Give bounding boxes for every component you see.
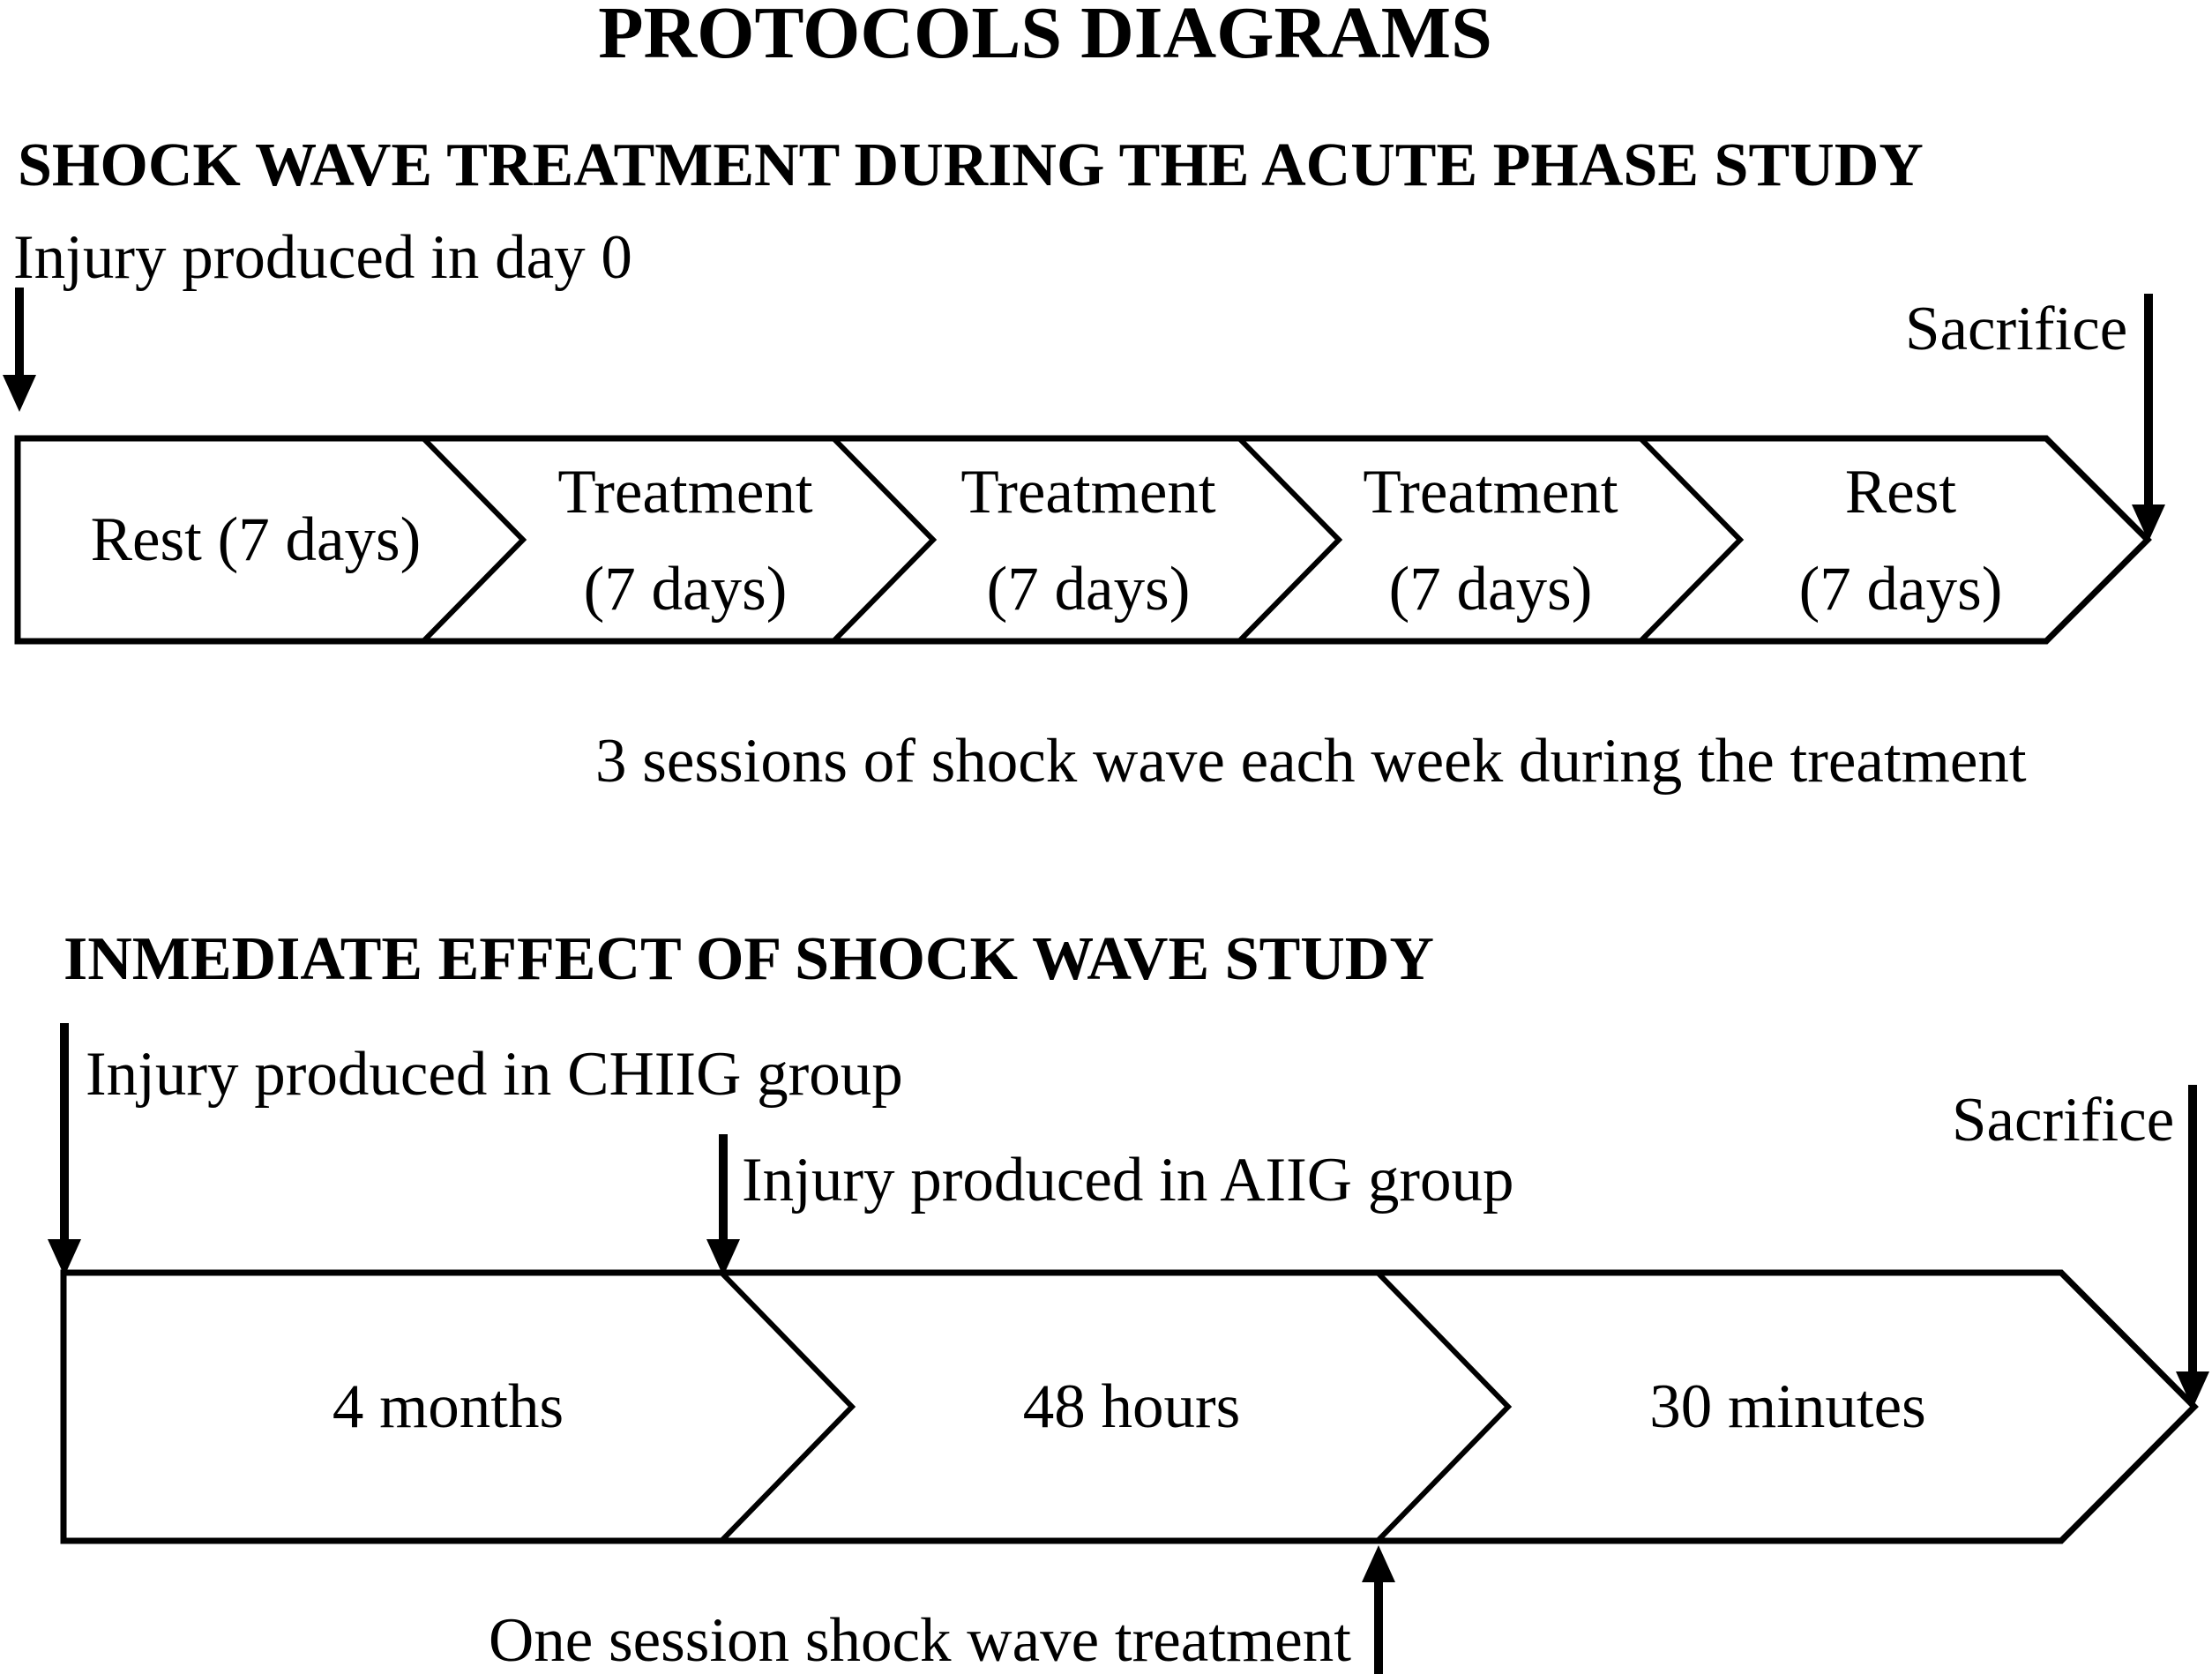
segment-label: Rest (7 days)	[90, 505, 422, 574]
injury-day0-arrowhead	[3, 375, 36, 412]
segment-label: (7 days)	[986, 555, 1191, 624]
study1-heading: SHOCK WAVE TREATMENT DURING THE ACUTE PH…	[18, 131, 1924, 199]
segment-label: (7 days)	[1798, 555, 2003, 624]
segment-label: Treatment	[960, 458, 1216, 527]
segment-label: Treatment	[557, 458, 813, 527]
study1-caption: 3 sessions of shock wave each week durin…	[595, 727, 2027, 796]
chevron-separator	[719, 1270, 856, 1543]
acute-phase-timeline-band	[14, 435, 2152, 645]
study1-sacrifice-label: Sacrifice	[1905, 295, 2128, 363]
segment-label: Rest	[1844, 458, 1957, 527]
injury-aiig-arrowhead	[706, 1239, 740, 1276]
study1-injury-label: Injury produced in day 0	[13, 223, 632, 292]
sacrifice2-arrowhead	[2176, 1371, 2209, 1409]
immediate-effect-timeline-band	[60, 1269, 2199, 1544]
study2-treatment-label: One session shock wave treatment	[489, 1606, 1351, 1674]
chevron-separator	[421, 436, 527, 644]
segment-label: 4 months	[332, 1372, 564, 1441]
segment-label: Treatment	[1363, 458, 1618, 527]
injury-chiig-arrowhead	[48, 1239, 81, 1276]
one-session-arrowhead	[1362, 1545, 1395, 1582]
chevron-separator	[1237, 436, 1343, 644]
chevron-separator	[1375, 1270, 1513, 1543]
study2-heading: INMEDIATE EFFECT OF SHOCK WAVE STUDY	[64, 925, 1434, 993]
segment-label: (7 days)	[1388, 555, 1593, 624]
study2-injury-aiig-label: Injury produced in AIIG group	[742, 1146, 1514, 1214]
chevron-separator	[1638, 436, 1745, 644]
study2-sacrifice-label: Sacrifice	[1952, 1086, 2175, 1155]
chevron-separator	[831, 436, 938, 644]
sacrifice1-arrowhead	[2132, 504, 2165, 542]
study2-injury-chiig-label: Injury produced in CHIIG group	[86, 1040, 903, 1109]
segment-label: 30 minutes	[1649, 1372, 1926, 1441]
segment-label: (7 days)	[583, 555, 788, 624]
page-title: PROTOCOLS DIAGRAMS	[598, 0, 1492, 74]
segment-label: 48 hours	[1022, 1372, 1241, 1441]
